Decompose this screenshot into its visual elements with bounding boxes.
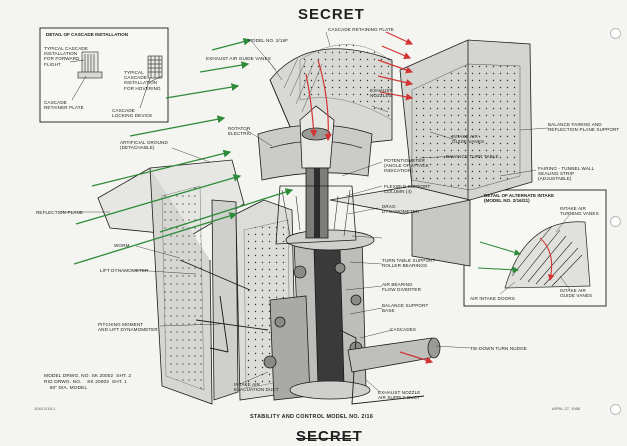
- label-air-intake-doors: AIR INTAKE DOORS: [470, 296, 515, 301]
- label-cascade-forward: TYPICAL CASCADE INSTALLATION FOR FORWARD…: [44, 46, 88, 67]
- label-fairing-tunnel: FAIRING - TUNNEL WALL SEALING STRIP (ADJ…: [538, 166, 595, 182]
- corner-right-date: APRIL 27, 1956: [552, 406, 581, 411]
- label-intake-turning-vanes: INTAKE AIR TURNING VANES: [560, 206, 599, 217]
- cascade-detail-box: [39, 27, 169, 123]
- label-turn-table-bearings: TURN TABLE SUPPORT ROLLER-BEARINGS: [382, 258, 436, 269]
- corner-left-note: 1043 2/16-1: [34, 406, 56, 411]
- intake-detail-title: DETAIL OF ALTERNATE INTAKE (MODEL NO. 2/…: [484, 193, 555, 204]
- label-pitching-moment: PITCHING MOMENT AND LIFT DYNAMOMETER: [98, 322, 158, 333]
- label-potentiometer: POTENTIOMETER (ANGLE OF ATTACK INDICATIO…: [384, 158, 429, 174]
- label-flexible-support: FLEXIBLE SUPPORT COLUMN (4): [384, 184, 431, 195]
- label-balance-turn-table: BALANCE TURN TABLE: [446, 154, 499, 159]
- label-cascades: CASCADES: [390, 327, 417, 332]
- green-flow-arrows: [73, 37, 294, 265]
- label-cascade-hovering: TYPICAL CASCADE INSTALLATION FOR HOVERIN…: [124, 70, 161, 91]
- label-worm: WORM: [114, 243, 130, 248]
- drawing-caption: STABILITY AND CONTROL MODEL NO. 2/16: [250, 414, 374, 420]
- label-exhaust-guide-vanes: EXHAUST AIR GUIDE VANES: [206, 56, 271, 61]
- alternate-intake-detail-box: [463, 189, 607, 307]
- binder-hole-top: [610, 28, 621, 39]
- binder-hole-bottom: [610, 404, 621, 415]
- label-model-no: MODEL NO. 2/16F: [248, 38, 289, 43]
- label-drag-dynamometer: DRAG DYNAMOMETER: [382, 204, 420, 215]
- leader-lines: [60, 31, 549, 393]
- central-column: [263, 229, 375, 401]
- label-lift-dynamometer: LIFT DYNAMOMETER: [100, 268, 149, 273]
- label-balance-support: BALANCE SUPPORT BASE: [382, 303, 429, 314]
- classification-top: SECRET: [298, 6, 365, 23]
- label-artificial-ground: ARTIFICIAL GROUND (DETACHABLE): [120, 140, 168, 151]
- red-flow-arrows: [305, 31, 434, 364]
- classification-bottom: SECRET: [296, 428, 363, 445]
- model-drawing-block: MODEL DRWG. NO. SK 20002 SHT. 2 RIG DRWG…: [44, 374, 132, 391]
- reflection-plane-shell: [97, 159, 297, 405]
- label-intake-guide-vanes-main: INTAKE AIR GUIDE VANES: [452, 134, 485, 145]
- label-reflection-plane: REFLECTION PLANE: [36, 210, 84, 215]
- label-cascade-locking: CASCADE LOCKING DEVICE: [112, 108, 153, 119]
- label-exhaust-nozzles: EXHAUST NOZZLES: [370, 88, 393, 99]
- balance-fairing: [329, 39, 533, 267]
- cascade-detail-title: DETAIL OF CASCADE INSTALLATION: [46, 32, 129, 37]
- label-cascade-retainer: CASCADE RETAINER PLATE: [44, 100, 84, 111]
- classification-strike: [296, 438, 358, 440]
- label-tie-down: TIE-DOWN TURN NUDGE: [470, 346, 527, 351]
- label-air-bearing: AIR BEARING FLOW DIVERTER: [382, 282, 421, 293]
- label-cascade-retaining-plate: CASCADE RETAINING PLATE: [328, 27, 394, 32]
- label-intake-guide-vanes: INTAKE AIR GUIDE VANES: [560, 288, 593, 299]
- linkages: [179, 259, 425, 405]
- label-balance-fairing: BALANCE FAIRING AND REFLECTION PLANE SUP…: [548, 122, 620, 133]
- label-rotator-electric: ROTATOR ELECTRIC: [228, 126, 252, 137]
- binder-hole-middle: [610, 216, 621, 227]
- label-intake-evacuation: INTAKE AIR EVACUATION DUCT: [234, 382, 279, 393]
- label-exhaust-supply: EXHAUST NOZZLE AIR SUPPLY DUCT: [378, 390, 421, 401]
